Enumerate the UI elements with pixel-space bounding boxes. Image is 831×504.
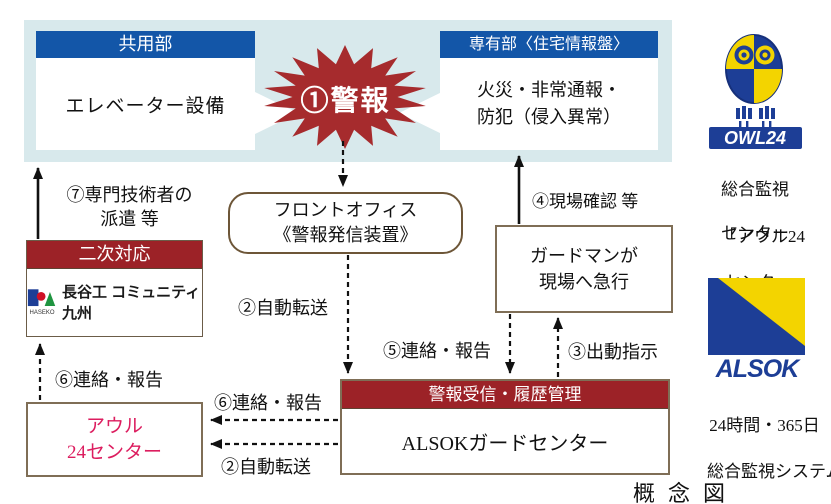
haseko-company-row: HASEKO 長谷工 コミュニティ九州 bbox=[27, 269, 202, 335]
alsok-guard-center-box: 警報受信・履歴管理 ALSOKガードセンター bbox=[340, 379, 670, 475]
guard-box-line1: ガードマンが bbox=[530, 246, 638, 266]
owl24-banner-text: OWL24 bbox=[724, 128, 786, 148]
common-area-body: エレベーター設備 bbox=[65, 95, 226, 117]
alsok-box-body: ALSOKガードセンター bbox=[401, 432, 609, 455]
alsok-box-header: 警報受信・履歴管理 bbox=[342, 381, 668, 409]
private-area-body-line2: 防犯（侵入異常） bbox=[477, 107, 621, 127]
alsok-caption: 24時間・365日 総合監視システム 「アルソック」 bbox=[690, 391, 831, 504]
owl-caption-1: 総合監視 センター bbox=[704, 157, 789, 267]
label-step4: ④現場確認 等 bbox=[532, 192, 639, 211]
haseko-logo: HASEKO bbox=[27, 288, 57, 316]
label-step7-line1: ⑦専門技術者の bbox=[66, 185, 193, 205]
owl24-center-box: アウル 24センター bbox=[26, 402, 203, 477]
label-step2-bottom: ②自動転送 bbox=[221, 457, 311, 477]
owl-caption-line3: 「アウル24 bbox=[720, 227, 805, 246]
guard-box-line2: 現場へ急行 bbox=[539, 272, 629, 292]
alsok-caption-line1: 24時間・365日 bbox=[709, 416, 820, 435]
private-area-body-line1: 火災・非常通報・ bbox=[477, 80, 621, 100]
secondary-response-header: 二次対応 bbox=[27, 241, 202, 269]
owl-caption-line2: センター bbox=[721, 224, 789, 243]
private-area-body: 火災・非常通報・ 防犯（侵入異常） bbox=[440, 58, 658, 150]
owl-feet bbox=[736, 106, 775, 127]
footer-caption: 概念図 bbox=[633, 481, 739, 504]
front-office-line1: フロントオフィス bbox=[273, 200, 418, 220]
common-area-header: 共用部 bbox=[36, 31, 255, 58]
label-step7-line2: 派遣 等 bbox=[100, 209, 159, 229]
haseko-company-name: 長谷工 コミュニティ九州 bbox=[62, 284, 201, 322]
owl-caption-line1: 総合監視 bbox=[721, 180, 789, 199]
owl24-center-line2: 24センター bbox=[66, 441, 162, 463]
private-area-header: 専有部〈住宅情報盤〉 bbox=[440, 31, 658, 58]
label-step6-horizontal: ⑥連絡・報告 bbox=[214, 393, 322, 413]
alsok-logo-icon: ALSOK bbox=[708, 278, 805, 380]
front-office-box: フロントオフィス 《警報発信装置》 bbox=[228, 192, 463, 254]
label-step2-top: ②自動転送 bbox=[238, 298, 328, 318]
secondary-response-box: 二次対応 HASEKO 長谷工 コミュニティ九州 bbox=[26, 240, 203, 337]
label-step6-vertical: ⑥連絡・報告 bbox=[55, 370, 163, 390]
label-step5: ⑤連絡・報告 bbox=[383, 341, 491, 361]
haseko-logo-text: HASEKO bbox=[29, 310, 55, 316]
guard-box: ガードマンが 現場へ急行 bbox=[495, 225, 673, 313]
label-step3: ③出動指示 bbox=[568, 342, 658, 362]
haseko-logo-icon bbox=[27, 289, 56, 307]
alarm-burst-label: ①警報 bbox=[300, 86, 391, 117]
label-step7: ⑦専門技術者の 派遣 等 bbox=[42, 183, 217, 231]
alsok-wordmark: ALSOK bbox=[715, 355, 801, 380]
owl24-logo-icon: OWL24 bbox=[709, 34, 802, 149]
owl24-center-line1: アウル bbox=[85, 415, 143, 437]
common-area-box: 共用部 エレベーター設備 bbox=[36, 31, 255, 150]
private-area-box: 専有部〈住宅情報盤〉 火災・非常通報・ 防犯（侵入異常） bbox=[440, 31, 658, 150]
front-office-line2: 《警報発信装置》 bbox=[273, 225, 418, 245]
alsok-caption-line2: 総合監視システム bbox=[707, 462, 831, 481]
